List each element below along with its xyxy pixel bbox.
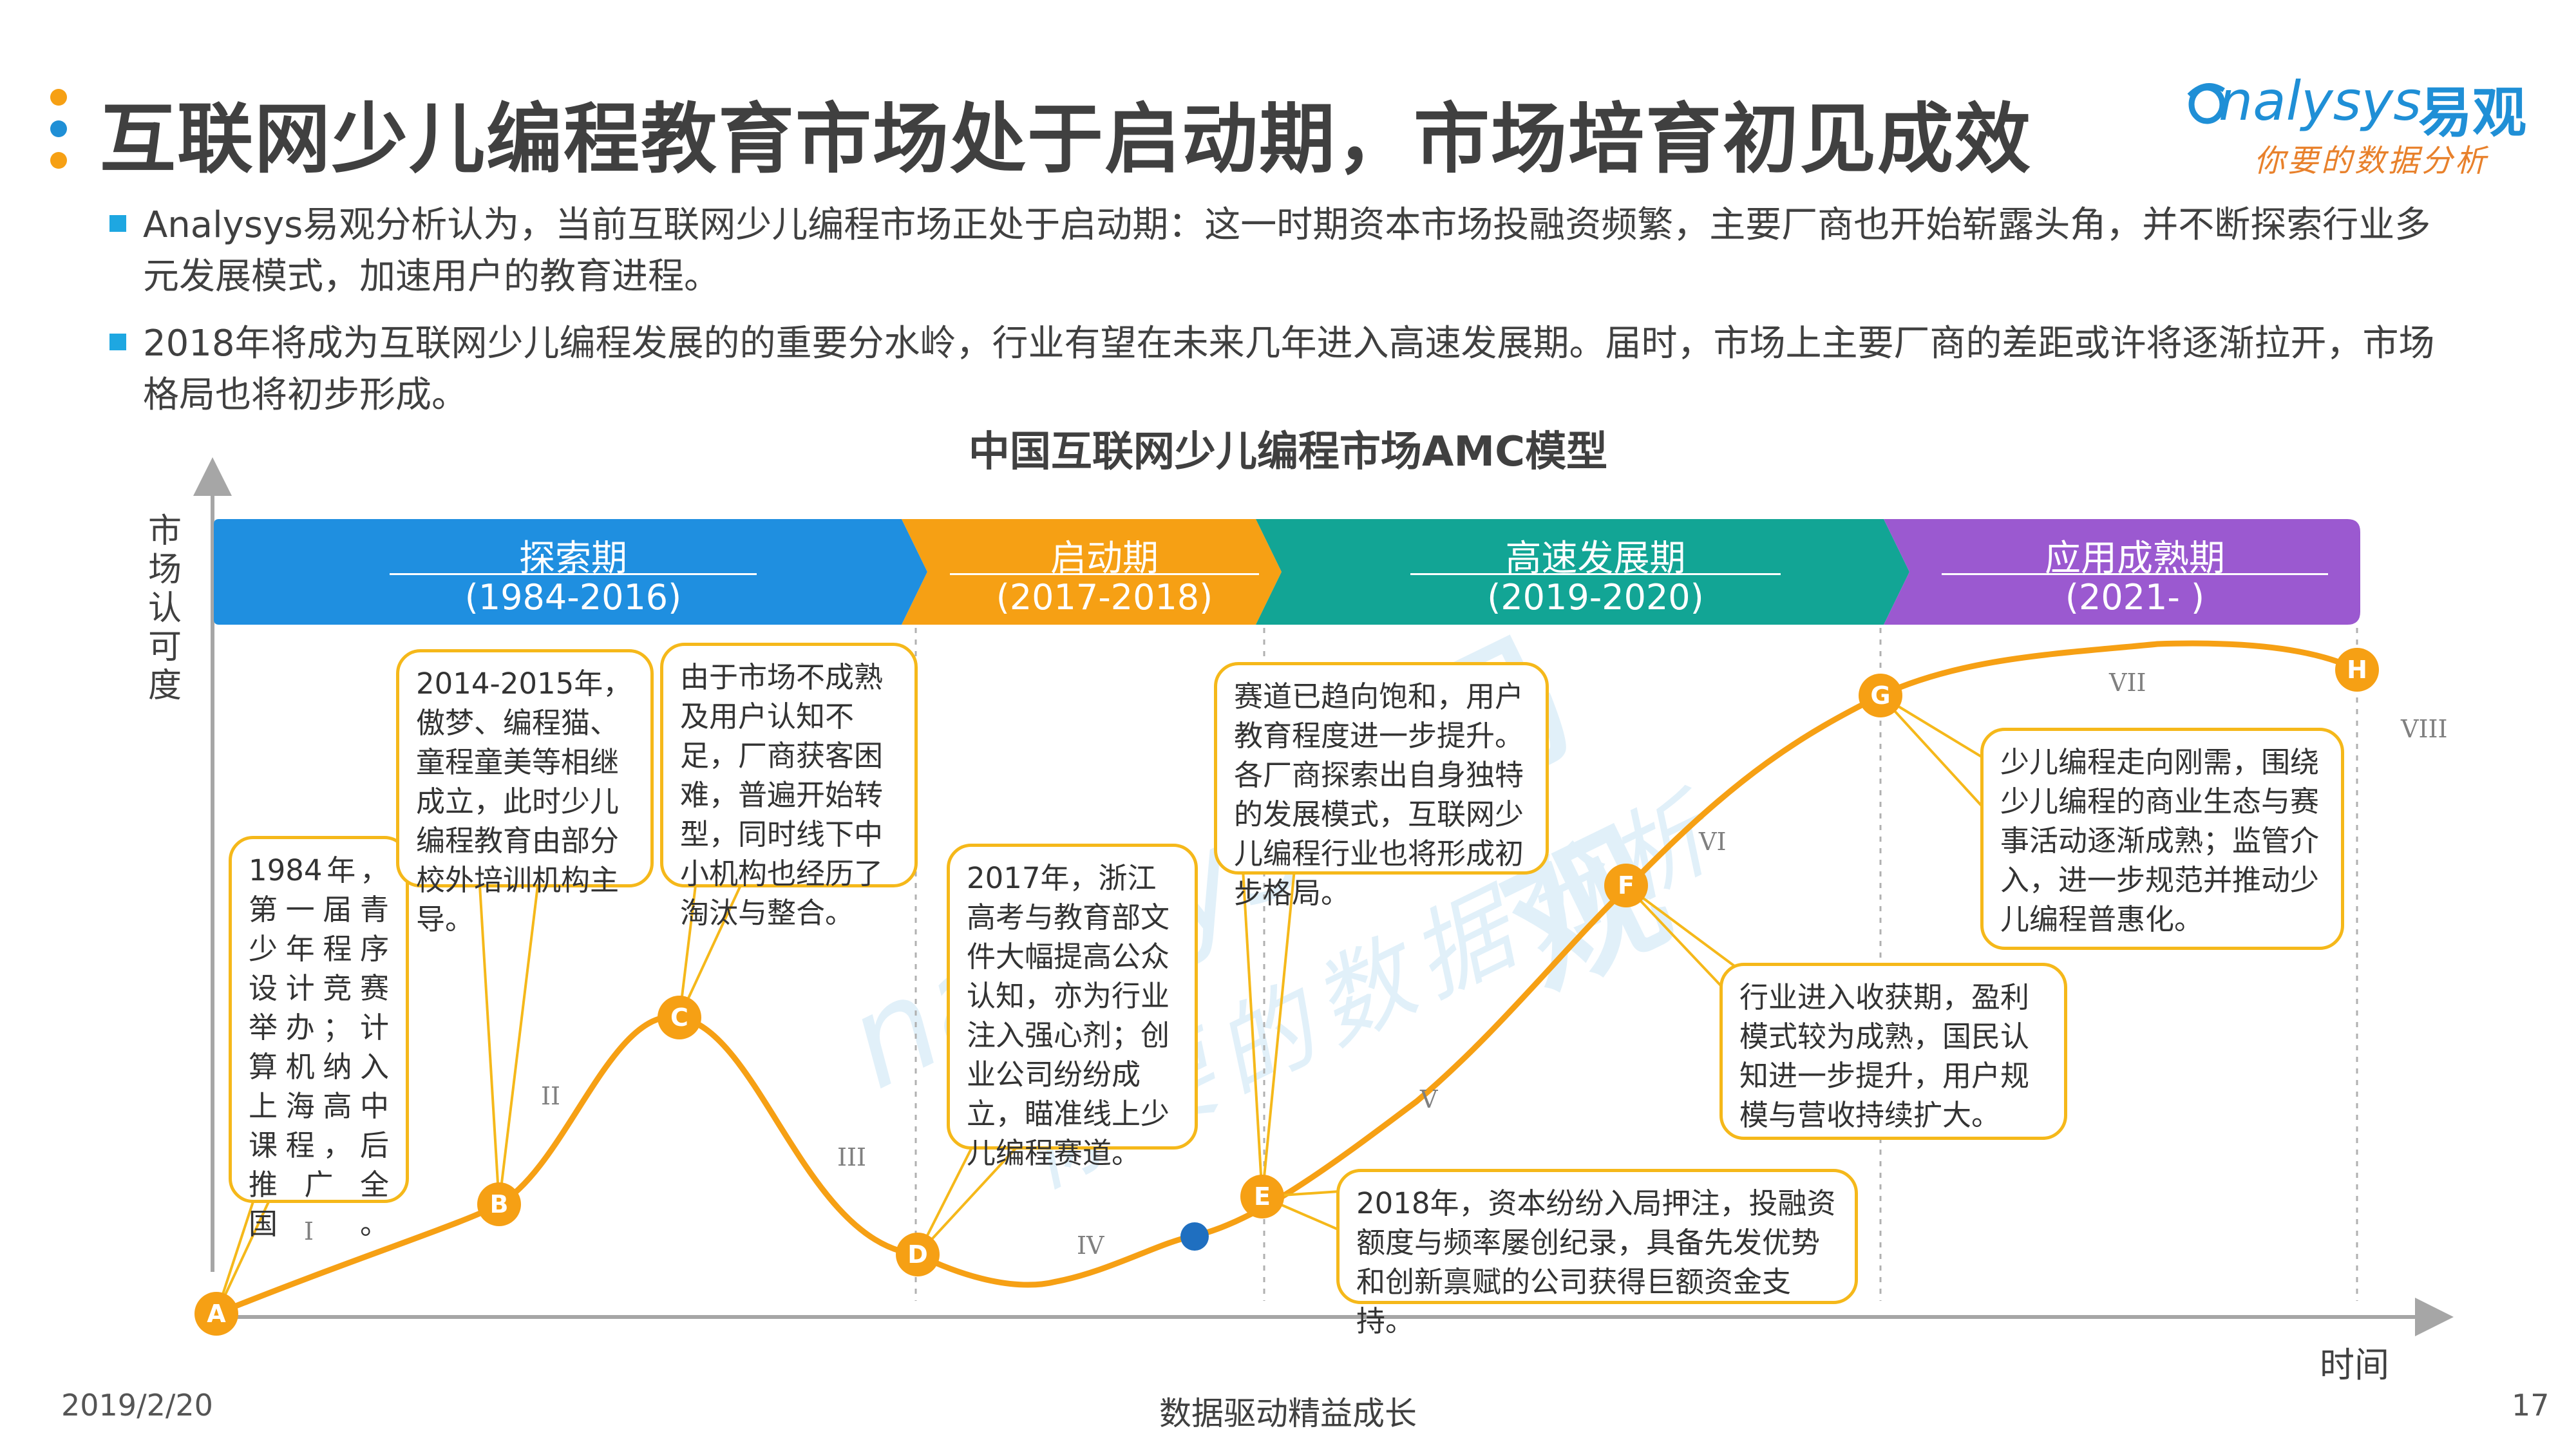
bullet-text: 2018年将成为互联网少儿编程发展的的重要分水岭，行业有望在未来几年进入高速发展… (143, 323, 2435, 416)
marker-c: C (658, 996, 701, 1039)
bullet-square-icon (109, 334, 126, 350)
phase-name: 探索期 (519, 538, 627, 580)
phase-years: (2019-2020) (1487, 577, 1704, 618)
callout-b: 2014-2015年，傲梦、编程猫、童程童美等相继成立，此时少儿编程教育由部分校… (396, 649, 654, 936)
leader-g-2 (1879, 694, 1988, 813)
leader-e-upper (1242, 869, 1264, 1197)
diagram-title: 中国互联网少儿编程市场AMC模型 (968, 428, 1608, 476)
leader-c-2 (678, 885, 742, 1018)
phase-underline (1942, 573, 2328, 575)
phase-band-growth (1256, 519, 1909, 625)
phase-underline (1410, 573, 1781, 575)
phase-underline (950, 573, 1259, 575)
callout-c: 由于市场不成熟及用户认知不足，厂商获客困难，普遍开始转型，同时线下中小机构也经历… (660, 643, 918, 930)
marker-d: D (896, 1233, 940, 1276)
phase-startup: 启动期 (2017-2018) (927, 519, 1282, 625)
current-position-point (1180, 1222, 1209, 1251)
stage-label-2: II (541, 1082, 561, 1110)
leader-c (678, 885, 697, 1018)
stage-label-5: V (1420, 1085, 1438, 1113)
marker-a: A (194, 1292, 238, 1336)
page-title: 互联网少儿编程教育市场处于启动期，市场培育初见成效 (100, 95, 2032, 184)
marker-h: H (2335, 648, 2379, 692)
footer-date: 2019/2/20 (61, 1388, 213, 1423)
bullet-square-icon (109, 215, 126, 232)
phase-growth: 高速发展期 (2019-2020) (1282, 519, 1909, 625)
leader-e-upper-2 (1261, 869, 1296, 1197)
phase-band-mature (1884, 519, 2360, 625)
phase-name: 高速发展期 (1505, 538, 1686, 580)
decoration-dot-blue (50, 120, 67, 137)
logo-slogan: 你要的数据分析 (2254, 143, 2489, 179)
callout-f: 行业进入收获期，盈利模式较为成熟，国民认知进一步提升，用户规模与营收持续扩大。 (1719, 963, 2067, 1140)
phase-band-explore (214, 519, 927, 625)
decoration-dot-orange-2 (50, 152, 67, 169)
y-axis-label: 市场认可度 (147, 512, 182, 705)
stage-label-6: VI (1699, 828, 1727, 856)
callout-g: 少儿编程走向刚需，围绕少儿编程的商业生态与赛事活动逐渐成熟；监管介入，进一步规范… (1980, 728, 2344, 950)
marker-b: B (477, 1182, 521, 1226)
stage-label-1: I (304, 1217, 314, 1245)
stage-label-3: III (837, 1143, 867, 1171)
logo-text-en: nalysys (2219, 70, 2421, 133)
stage-label-8: VIII (2401, 715, 2448, 743)
leader-b (478, 885, 500, 1205)
phase-explore: 探索期 (1984-2016) (219, 519, 927, 625)
callout-e-lower: 2018年，资本纷纷入局押注，投融资额度与频率屡创纪录，具备先发优势和创新禀赋的… (1336, 1169, 1858, 1338)
x-axis-label: 时间 (2320, 1345, 2389, 1385)
phase-band-startup (902, 519, 1282, 625)
phase-years: (2017-2018) (996, 577, 1213, 618)
phase-mature: 应用成熟期 (2021- ) (1909, 519, 2360, 625)
decoration-dot-orange (50, 89, 67, 106)
phase-underline (390, 573, 757, 575)
leader-b-2 (498, 885, 539, 1205)
page-number: 17 (2512, 1388, 2550, 1423)
leader-f (1625, 884, 1740, 971)
logo-swoosh-icon (2187, 83, 2225, 124)
phase-years: (2021- ) (2065, 577, 2205, 618)
callout-a: 1984年，第一届青少年程序设计竞赛举办；计算机纳入上海高中课程，后推广全国。 (229, 836, 409, 1241)
marker-f: F (1604, 864, 1648, 907)
stage-label-4: IV (1077, 1231, 1104, 1260)
phase-years: (1984-2016) (464, 577, 682, 618)
phase-name: 应用成熟期 (2045, 538, 2225, 580)
bullet-text: Analysys易观分析认为，当前互联网少儿编程市场正处于启动期：这一时期资本市… (143, 204, 2431, 298)
leader-d-2 (916, 1145, 1019, 1256)
phase-band-shapes (214, 519, 2360, 625)
logo-text-cn: 易观 (2418, 81, 2527, 144)
footer-slogan: 数据驱动精益成长 (1159, 1395, 1417, 1432)
callout-e-upper: 赛道已趋向饱和，用户教育程度进一步提升。各厂商探索出自身独特的发展模式，互联网少… (1214, 662, 1549, 910)
marker-g: G (1859, 674, 1902, 717)
stage-label-7: VII (2109, 668, 2146, 697)
marker-e: E (1240, 1175, 1284, 1218)
callout-d: 2017年，浙江高考与教育部文件大幅提高公众认知，亦为行业注入强心剂；创业公司纷… (947, 844, 1198, 1170)
phase-name: 启动期 (1050, 538, 1159, 580)
